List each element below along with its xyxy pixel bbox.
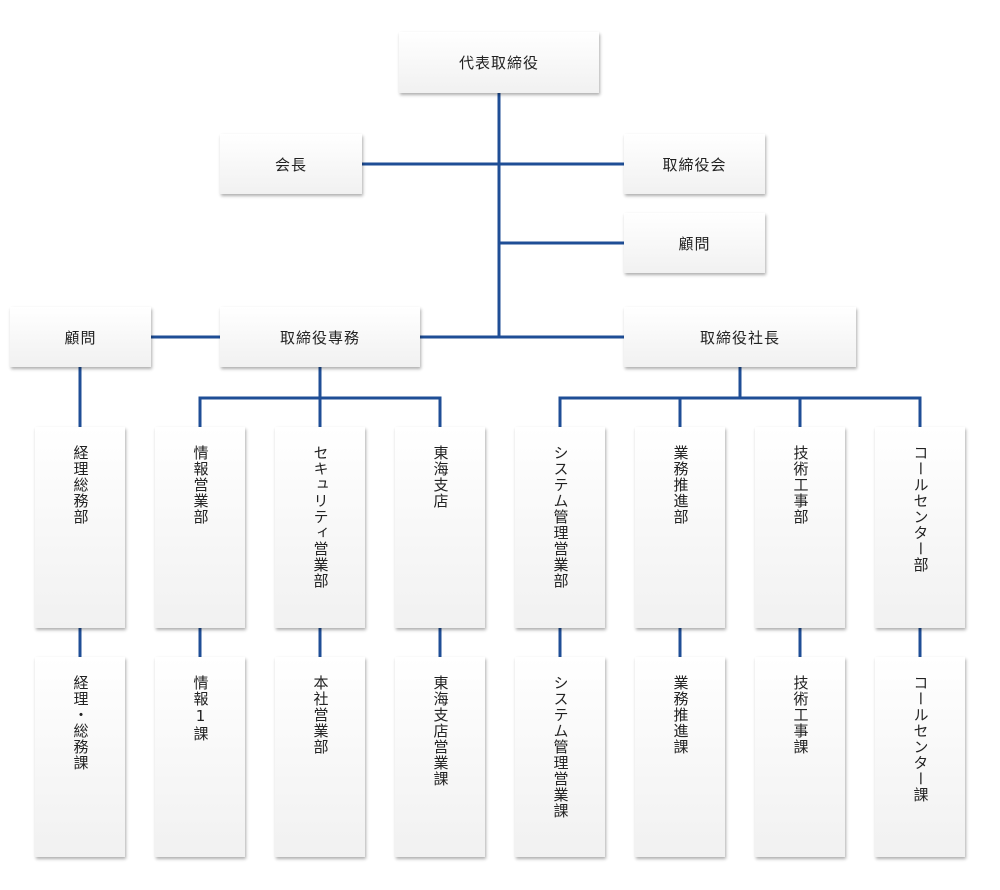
department-label: 業務推進部 — [671, 445, 690, 525]
department-label: セキュリティ営業部 — [311, 445, 330, 589]
section-box: システム管理営業課 — [515, 657, 605, 857]
senior-md-label: 取締役専務 — [279, 328, 360, 347]
department-box: 技術工事部 — [755, 427, 845, 628]
department-box: システム管理営業部 — [515, 427, 605, 628]
section-label: 本社営業部 — [311, 675, 330, 755]
section-box: 本社営業部 — [275, 657, 365, 857]
section-label: 経理・総務課 — [71, 675, 90, 771]
department-label: システム管理営業部 — [551, 445, 570, 589]
senior-md-box: 取締役専務 — [220, 307, 420, 367]
board-label: 取締役会 — [662, 155, 727, 174]
board-box: 取締役会 — [624, 134, 765, 194]
president-box: 取締役社長 — [624, 307, 856, 367]
department-label: 技術工事部 — [791, 445, 810, 525]
president-label: 取締役社長 — [699, 328, 780, 347]
department-box: コールセンター部 — [875, 427, 965, 628]
department-box: セキュリティ営業部 — [275, 427, 365, 628]
department-box: 業務推進部 — [635, 427, 725, 628]
section-label: 業務推進課 — [671, 675, 690, 755]
advisor-left-label: 顧問 — [64, 328, 97, 347]
section-box: 経理・総務課 — [35, 657, 125, 857]
section-label: 情報1課 — [191, 675, 210, 742]
department-label: 経理総務部 — [71, 445, 90, 525]
section-label: 技術工事課 — [791, 675, 810, 755]
ceo-box: 代表取締役 — [399, 32, 599, 93]
advisor-top-label: 顧問 — [678, 234, 711, 253]
section-box: 情報1課 — [155, 657, 245, 857]
advisor-left-box: 顧問 — [10, 307, 151, 367]
section-label: システム管理営業課 — [551, 675, 570, 819]
department-label: 情報営業部 — [191, 445, 210, 525]
department-box: 情報営業部 — [155, 427, 245, 628]
section-box: 東海支店営業課 — [395, 657, 485, 857]
department-box: 経理総務部 — [35, 427, 125, 628]
advisor-top-box: 顧問 — [624, 213, 765, 273]
chairman-label: 会長 — [274, 155, 307, 174]
section-box: 技術工事課 — [755, 657, 845, 857]
department-box: 東海支店 — [395, 427, 485, 628]
section-label: 東海支店営業課 — [431, 675, 450, 787]
section-label: コールセンター課 — [911, 675, 930, 803]
department-label: コールセンター部 — [911, 445, 930, 573]
section-box: コールセンター課 — [875, 657, 965, 857]
ceo-label: 代表取締役 — [458, 54, 539, 72]
section-box: 業務推進課 — [635, 657, 725, 857]
chairman-box: 会長 — [220, 134, 362, 194]
department-label: 東海支店 — [431, 445, 450, 509]
